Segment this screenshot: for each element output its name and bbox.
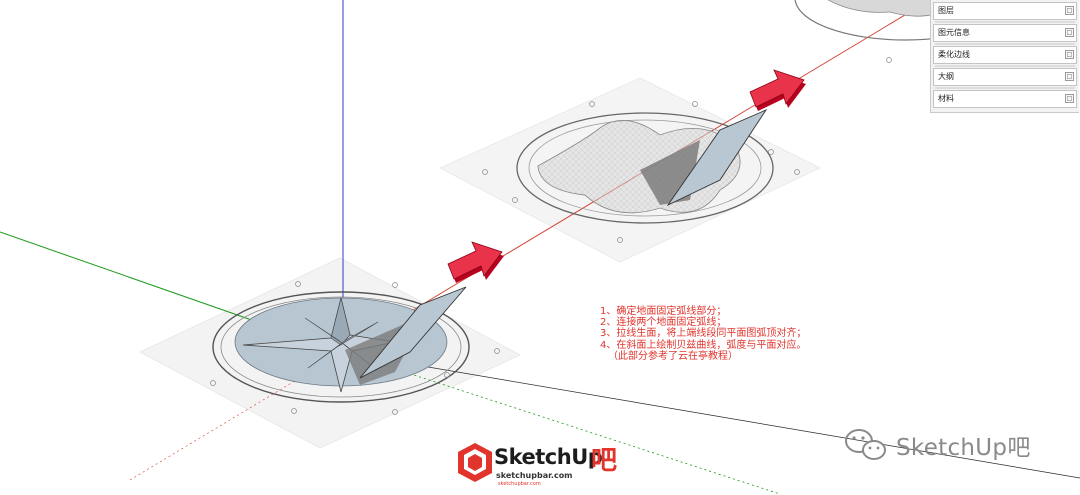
tray-item-label: 柔化边线 <box>938 50 970 59</box>
default-tray: 图层 □ 图元信息 □ 柔化边线 □ 大纲 □ 材料 □ <box>930 0 1079 113</box>
logo-name: SketchUp <box>494 445 603 469</box>
expand-toggle-icon[interactable]: □ <box>1065 72 1074 81</box>
tray-divider <box>935 43 1075 45</box>
tray-divider <box>935 21 1075 23</box>
watermark-text: SketchUp吧 <box>896 435 1031 461</box>
note-line: 1、确定地面固定弧线部分； <box>600 306 727 317</box>
expand-toggle-icon[interactable]: □ <box>1065 94 1074 103</box>
compass-model-1[interactable] <box>210 281 500 415</box>
green-axis-dotted <box>342 351 781 495</box>
black-edge <box>339 351 1080 479</box>
logo-suffix: 吧 <box>591 446 618 476</box>
tray-item-materials[interactable]: 材料 □ <box>933 90 1077 108</box>
expand-toggle-icon[interactable]: □ <box>1065 28 1074 37</box>
red-arrow-1 <box>447 241 504 283</box>
wechat-icon <box>845 429 886 460</box>
tray-divider <box>935 65 1075 67</box>
red-axis-dotted <box>129 351 344 481</box>
expand-toggle-icon[interactable]: □ <box>1065 6 1074 15</box>
note-line: 4、在斜面上绘制贝兹曲线，弧度与平面对应。 <box>600 339 807 351</box>
note-line: （此部分参考了云在亭教程） <box>608 350 738 362</box>
logo-url: sketchupbar.com <box>496 471 573 480</box>
tray-item-entity-info[interactable]: 图元信息 □ <box>933 24 1077 42</box>
note-line: 3、拉线生面，将上端线段同平面图弧顶对齐； <box>600 328 807 340</box>
annotation-notes: 1、确定地面固定弧线部分； 2、连接两个地面固定弧线； 3、拉线生面，将上端线段… <box>600 306 900 362</box>
tray-divider <box>935 87 1075 89</box>
sketchup-bar-logo: SketchUp 吧 sketchupbar.com sketchupbar.c… <box>458 440 628 492</box>
tray-item-layers[interactable]: 图层 □ <box>933 2 1077 20</box>
logo-url-small: sketchupbar.com <box>498 481 541 487</box>
tray-item-label: 图层 <box>938 6 954 15</box>
tray-item-label: 材料 <box>938 94 954 103</box>
tray-item-outliner[interactable]: 大纲 □ <box>933 68 1077 86</box>
expand-toggle-icon[interactable]: □ <box>1065 50 1074 59</box>
tray-item-label: 图元信息 <box>938 28 970 37</box>
red-arrow-2 <box>749 69 806 111</box>
tray-item-label: 大纲 <box>938 72 954 81</box>
compass-model-2[interactable] <box>482 101 800 243</box>
wechat-watermark: SketchUp吧 <box>840 424 1070 464</box>
sketchup-logo-mark <box>458 443 492 482</box>
tray-item-soften-edges[interactable]: 柔化边线 □ <box>933 46 1077 64</box>
note-line: 2、连接两个地面固定弧线； <box>600 317 727 329</box>
